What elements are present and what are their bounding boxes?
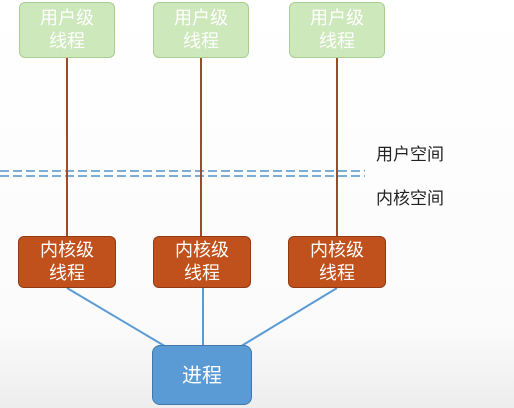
kernel-thread-box-1: 内核级 线程 — [18, 236, 116, 288]
user-space-label: 用户空间 — [376, 145, 444, 165]
process-box: 进程 — [152, 345, 252, 405]
kernel-space-label: 内核空间 — [376, 189, 444, 209]
kernel-thread-box-2: 内核级 线程 — [153, 236, 251, 288]
user-thread-box-1: 用户级 线程 — [19, 2, 115, 58]
user-thread-box-3: 用户级 线程 — [289, 2, 385, 58]
kernel-thread-box-3: 内核级 线程 — [288, 236, 386, 288]
process-link-1 — [66, 287, 169, 349]
process-link-3 — [237, 287, 338, 349]
boundary-line — [0, 170, 365, 177]
user-thread-box-2: 用户级 线程 — [153, 2, 249, 58]
